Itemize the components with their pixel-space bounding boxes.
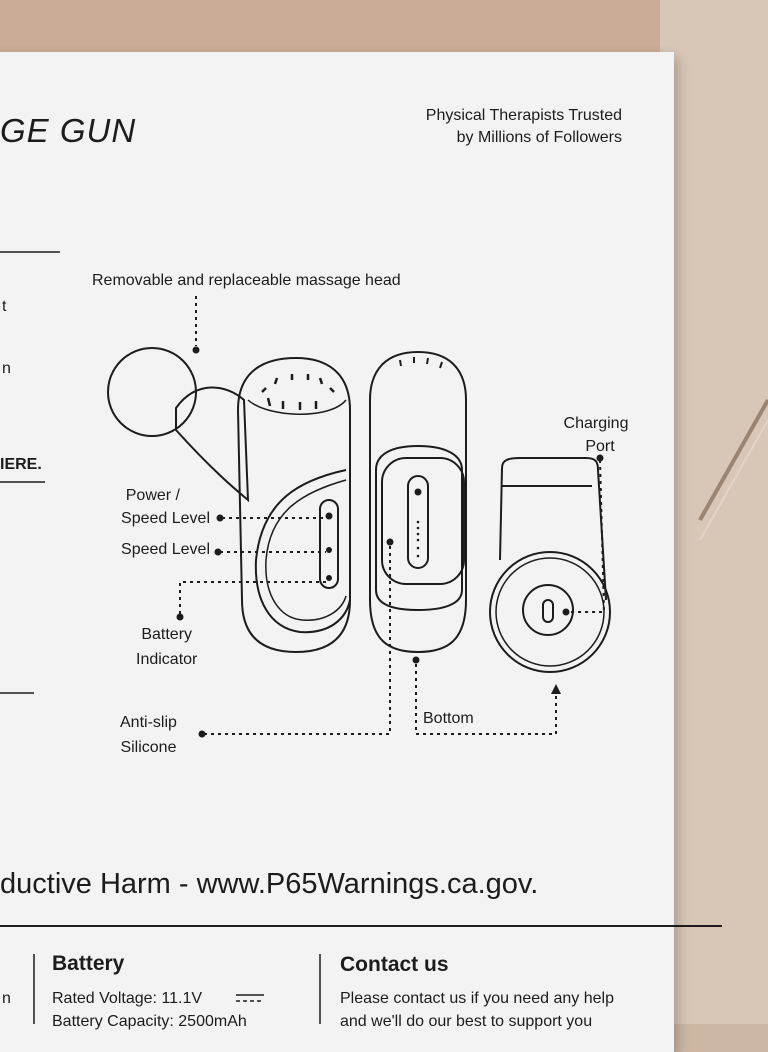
- tagline: Physical Therapists Trusted by Millions …: [330, 105, 622, 149]
- dc-voltage-icon: [236, 994, 264, 1002]
- charging-label-line-1: Charging: [563, 415, 629, 432]
- device-back-view: [369, 350, 467, 654]
- power-label-line-1: Power /: [125, 487, 180, 504]
- battery-title: Battery: [52, 952, 125, 975]
- power-speed-label: Power / Speed Level: [96, 484, 210, 530]
- battery-label-line-2: Indicator: [136, 651, 198, 668]
- contact-line-1: Please contact us if you need any help: [340, 990, 614, 1007]
- neck: [175, 386, 250, 503]
- contact-title: Contact us: [340, 953, 449, 976]
- massage-gun-diagram: [0, 251, 722, 1024]
- product-title: GE GUN: [0, 112, 137, 149]
- charging-port-label: Charging Port: [550, 412, 642, 458]
- anti-slip-line-2: Silicone: [120, 739, 177, 756]
- massage-head: [107, 347, 197, 437]
- footer-left-fragment: n: [2, 990, 11, 1007]
- battery-label-line-1: Battery: [141, 626, 193, 643]
- contact-line-2: and we'll do our best to support you: [340, 1013, 593, 1030]
- prop65-warning: ductive Harm - www.P65Warnings.ca.gov.: [0, 868, 539, 900]
- left-fragment-t: t: [2, 298, 7, 315]
- anti-slip-label: Anti-slip Silicone: [120, 710, 177, 760]
- battery-indicator-label: Battery Indicator: [136, 622, 197, 672]
- massage-head-label: Removable and replaceable massage head: [92, 272, 401, 289]
- rated-voltage: Rated Voltage: 11.1V: [52, 990, 203, 1007]
- left-fragment-here: IERE.: [0, 456, 42, 473]
- bottom-label: Bottom: [423, 710, 474, 727]
- speed-level-label: Speed Level: [121, 541, 210, 558]
- grip: [254, 469, 351, 634]
- device-bottom-view: [489, 457, 611, 673]
- body: [236, 356, 351, 654]
- charging-label-line-2: Port: [585, 438, 615, 455]
- battery-capacity: Battery Capacity: 2500mAh: [52, 1013, 247, 1030]
- device-side-view: [107, 347, 351, 654]
- power-label-line-2: Speed Level: [121, 510, 210, 527]
- button-panel: [319, 499, 339, 589]
- tagline-line-2: by Millions of Followers: [456, 129, 622, 146]
- left-fragment-n: n: [2, 360, 11, 377]
- tagline-line-1: Physical Therapists Trusted: [425, 107, 622, 124]
- anti-slip-line-1: Anti-slip: [120, 714, 177, 731]
